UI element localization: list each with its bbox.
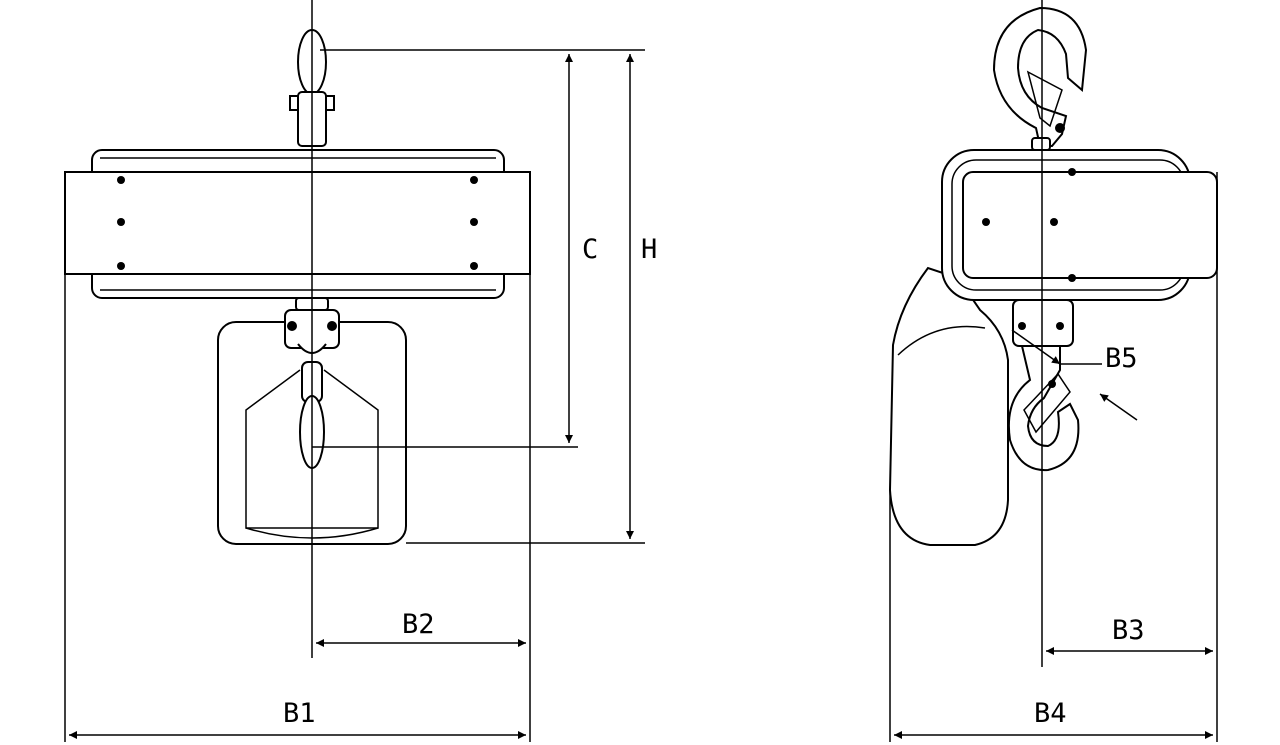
bolts-front bbox=[117, 176, 478, 270]
chain-container-seam-side bbox=[897, 325, 986, 356]
extension-lines-front bbox=[64, 49, 645, 742]
extension-lines-side bbox=[889, 172, 1218, 742]
bolts-side bbox=[982, 168, 1076, 282]
dimension-label-b3: B3 bbox=[1112, 615, 1145, 646]
front-view: C H B2 B1 bbox=[64, 0, 657, 742]
nameplate-band-side bbox=[962, 171, 1218, 279]
dimension-label-b2: B2 bbox=[402, 609, 435, 640]
nameplate-band-front bbox=[64, 171, 531, 275]
top-hook-side bbox=[992, 6, 1088, 151]
chain-container-side bbox=[888, 266, 1009, 546]
dimension-label-b1: B1 bbox=[283, 698, 316, 729]
dimension-line-b5 bbox=[1011, 329, 1138, 421]
bottom-hook-side bbox=[1007, 299, 1080, 472]
dimension-label-c: C bbox=[582, 234, 598, 265]
dimension-label-h: H bbox=[641, 234, 657, 265]
dimension-label-b5: B5 bbox=[1105, 343, 1138, 374]
dimension-label-b4: B4 bbox=[1034, 698, 1067, 729]
side-view: B5 B3 B4 bbox=[888, 0, 1218, 742]
